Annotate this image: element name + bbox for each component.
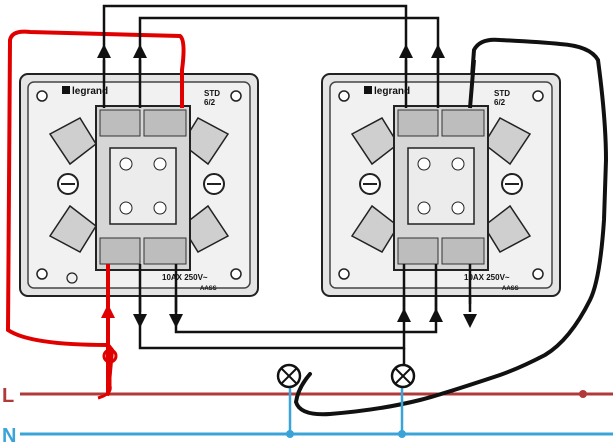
lamp-cross-circle-icon bbox=[390, 363, 416, 389]
arrow-down-icon bbox=[133, 314, 147, 328]
bottom-arrows bbox=[133, 308, 477, 328]
switch-model-line2: 6/2 bbox=[204, 98, 216, 107]
red-wire-arrow-up bbox=[101, 304, 115, 318]
arrow-down-icon bbox=[169, 314, 183, 328]
arrow-up-icon bbox=[431, 44, 445, 58]
neutral-junction-right bbox=[398, 430, 406, 438]
lamp-to-neutral bbox=[288, 388, 404, 434]
top-arrows bbox=[97, 44, 445, 58]
switch-mechanism-left: legrand STD 6/2 10AX 250V~ AASS bbox=[19, 73, 259, 297]
arrow-up-icon bbox=[97, 44, 111, 58]
bottom-wires bbox=[138, 296, 472, 350]
switch-rating: 10AX 250V~ bbox=[464, 273, 510, 282]
switch-mechanism-right: legrand STD 6/2 10AX 250V~ AASS bbox=[321, 73, 561, 297]
lamp-symbol-icon bbox=[66, 272, 78, 284]
live-label: L bbox=[2, 385, 14, 407]
black-terminal-wire bbox=[468, 59, 476, 109]
black-wire-return bbox=[293, 37, 609, 417]
switch-brand: legrand bbox=[374, 86, 410, 97]
switch-model-line2: 6/2 bbox=[494, 98, 506, 107]
switch-code: AASS bbox=[200, 286, 217, 292]
arrow-up-icon bbox=[133, 44, 147, 58]
arrow-down-icon bbox=[463, 314, 477, 328]
switch-rating: 10AX 250V~ bbox=[162, 273, 208, 282]
lamp-cross-circle-icon bbox=[276, 363, 302, 389]
neutral-label: N bbox=[2, 425, 16, 447]
live-rail: L bbox=[2, 385, 613, 407]
switch-model-line1: STD bbox=[494, 89, 510, 98]
red-wire-to-rail bbox=[97, 362, 112, 400]
terminal-wires bbox=[102, 60, 472, 322]
switch-code: AASS bbox=[502, 286, 519, 292]
live-terminal-dot bbox=[579, 390, 587, 398]
arrow-up-icon bbox=[399, 44, 413, 58]
neutral-junction-left bbox=[286, 430, 294, 438]
switch-model-line1: STD bbox=[204, 89, 220, 98]
neutral-rail: N bbox=[2, 425, 613, 447]
switch-brand: legrand bbox=[72, 86, 108, 97]
red-terminal-wire bbox=[106, 70, 184, 310]
